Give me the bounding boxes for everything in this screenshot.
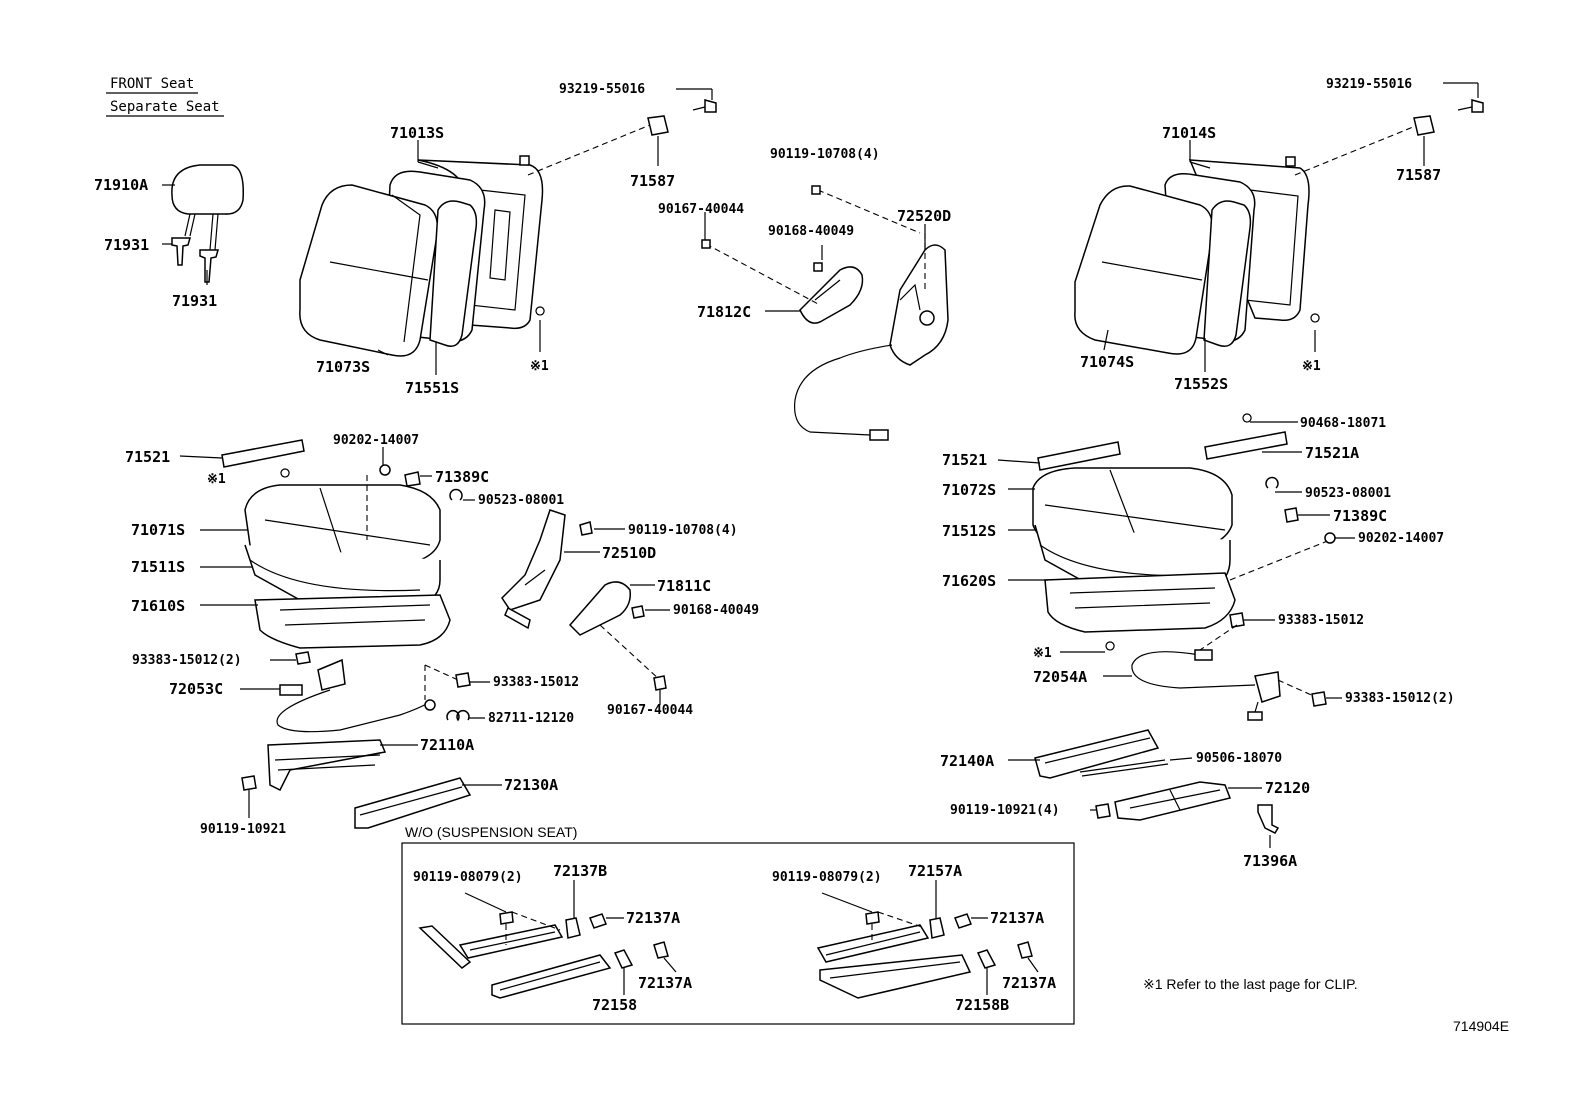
label-90523-08001-right: 90523-08001 (1305, 486, 1391, 501)
label-82711-12120: 82711-12120 (488, 711, 574, 726)
label-71396a: 71396A (1243, 852, 1297, 870)
label-93383-15012-left: 93383-15012 (493, 675, 579, 690)
label-72158b: 72158B (955, 996, 1009, 1014)
label-71521-right: 71521 (942, 451, 987, 469)
bracket-71587-left (647, 88, 717, 166)
label-90119-10921-right: 90119-10921(4) (950, 803, 1060, 818)
label-clip-1c: ※1 (207, 472, 226, 487)
label-71521-left: 71521 (125, 448, 170, 466)
label-72137a-1: 72137A (626, 909, 680, 927)
label-93383-15012-right: 93383-15012 (1278, 613, 1364, 628)
inset-title: W/O (SUSPENSION SEAT) (405, 824, 577, 840)
inset-frame (401, 842, 1075, 1025)
label-71521a: 71521A (1305, 444, 1359, 462)
label-71389c-right: 71389C (1333, 507, 1387, 525)
headrest-left (171, 164, 245, 251)
seatback-cover-left (299, 184, 439, 357)
label-71931-a: 71931 (104, 236, 149, 254)
label-71073s: 71073S (316, 358, 370, 376)
label-90119-10708-top: 90119-10708(4) (770, 147, 880, 162)
footnote-clip: ※1 Refer to the last page for CLIP. (1143, 976, 1358, 992)
label-71812c: 71812C (697, 303, 751, 321)
label-90119-08079-b: 90119-08079(2) (772, 870, 882, 885)
label-71512s: 71512S (942, 522, 996, 540)
label-72140a: 72140A (940, 752, 994, 770)
label-90202-14007-right: 90202-14007 (1358, 531, 1444, 546)
leader-lines (162, 140, 1355, 848)
label-71620s: 71620S (942, 572, 996, 590)
label-90119-08079-a: 90119-08079(2) (413, 870, 523, 885)
label-72120: 72120 (1265, 779, 1310, 797)
label-90119-10708-mid: 90119-10708(4) (628, 523, 738, 538)
label-90523-08001-left: 90523-08001 (478, 493, 564, 508)
recliner-cover-71811c (568, 581, 632, 636)
figure-id: 714904E (1453, 1018, 1509, 1034)
seat-rail-72140a (1034, 729, 1160, 779)
inset-suspension-seat: W/O (SUSPENSION SEAT) 90119-08079(2) 721… (401, 824, 1075, 1025)
header-separate-seat: Separate Seat (110, 99, 220, 115)
label-71910a: 71910A (94, 176, 148, 194)
label-71071s: 71071S (131, 521, 185, 539)
right-seatback-group (1074, 124, 1419, 355)
bracket-71587-right (1413, 82, 1484, 166)
recliner-assembly (701, 185, 949, 441)
label-72053c: 72053C (169, 680, 223, 698)
label-72137a-3: 72137A (990, 909, 1044, 927)
label-72158: 72158 (592, 996, 637, 1014)
label-72137a-4: 72137A (1002, 974, 1056, 992)
label-72110a: 72110A (420, 736, 474, 754)
label-71072s: 71072S (942, 481, 996, 499)
label-71014s: 71014S (1162, 124, 1216, 142)
headrest-guide-left-1 (171, 237, 191, 266)
left-recliner-bracket (501, 509, 667, 691)
label-clip-1a: ※1 (530, 359, 549, 374)
label-71074s: 71074S (1080, 353, 1134, 371)
diagram-header: FRONT Seat Separate Seat (106, 76, 224, 117)
label-90119-10921-left: 90119-10921 (200, 822, 286, 837)
label-90468-18071: 90468-18071 (1300, 416, 1386, 431)
label-71811c: 71811C (657, 577, 711, 595)
label-93383-15012-2-left: 93383-15012(2) (132, 653, 242, 668)
label-72520d: 72520D (897, 207, 951, 225)
label-72137a-2: 72137A (638, 974, 692, 992)
label-93219-55016-left: 93219-55016 (559, 82, 645, 97)
label-93383-15012-2-right: 93383-15012(2) (1345, 691, 1455, 706)
right-cushion-group (1032, 413, 1336, 834)
part-labels: 93219-55016 71587 71013S 71910A 71931 71… (94, 77, 1455, 870)
label-90167-40044-mid: 90167-40044 (607, 703, 693, 718)
label-71931-b: 71931 (172, 292, 217, 310)
label-71551s: 71551S (405, 379, 459, 397)
label-71552s: 71552S (1174, 375, 1228, 393)
label-90202-14007-left: 90202-14007 (333, 433, 419, 448)
label-clip-1d: ※1 (1033, 646, 1052, 661)
seat-rail-72120 (1114, 781, 1232, 821)
label-90168-40049-mid: 90168-40049 (673, 603, 759, 618)
label-71511s: 71511S (131, 558, 185, 576)
label-90506-18070: 90506-18070 (1196, 751, 1282, 766)
label-clip-1b: ※1 (1302, 359, 1321, 374)
seat-rail-72130a (354, 777, 472, 829)
label-72510d: 72510D (602, 544, 656, 562)
left-cushion-group (221, 439, 472, 829)
label-72054a: 72054A (1033, 668, 1087, 686)
header-front-seat: FRONT Seat (110, 76, 194, 92)
recliner-knob (799, 266, 864, 324)
label-71610s: 71610S (131, 597, 185, 615)
label-71013s: 71013S (390, 124, 444, 142)
label-72137b: 72137B (553, 862, 607, 880)
label-72130a: 72130A (504, 776, 558, 794)
label-93219-55016-right: 93219-55016 (1326, 77, 1412, 92)
label-90167-40044-top: 90167-40044 (658, 202, 744, 217)
label-90168-40049-top: 90168-40049 (768, 224, 854, 239)
label-71389c-left: 71389C (435, 468, 489, 486)
label-71587-right: 71587 (1396, 166, 1441, 184)
label-71587-left: 71587 (630, 172, 675, 190)
label-72157a: 72157A (908, 862, 962, 880)
left-seatback-group (171, 124, 651, 357)
seat-rail-72110a (267, 739, 387, 792)
headrest-guide-left-2 (199, 249, 219, 283)
bracket-71396a (1257, 804, 1280, 834)
